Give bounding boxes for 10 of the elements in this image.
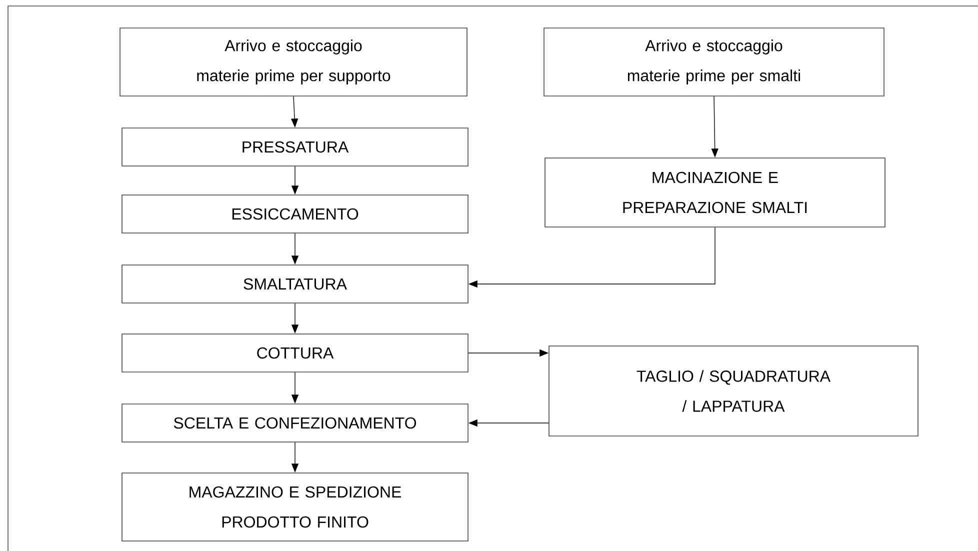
process-box: TAGLIO / SQUADRATURA / LAPPATURA [548, 346, 918, 436]
process-box: Arrivo e stoccaggio materie prime per smalti [544, 28, 884, 96]
process-box: ESSICCAMENTO [122, 194, 468, 234]
process-box: SCELTA E CONFEZIONAMENTO [122, 404, 468, 442]
process-box: MAGAZZINO E SPEDIZIONE PRODOTTO FINITO [122, 472, 468, 542]
process-box: COTTURA [122, 334, 468, 372]
process-box: Arrivo e stoccaggio materie prime per supporto [120, 28, 468, 96]
process-box: PRESSATURA [122, 128, 468, 166]
process-box: SMALTATURA [122, 264, 468, 304]
process-box: MACINAZIONE E PREPARAZIONE SMALTI [544, 158, 886, 228]
